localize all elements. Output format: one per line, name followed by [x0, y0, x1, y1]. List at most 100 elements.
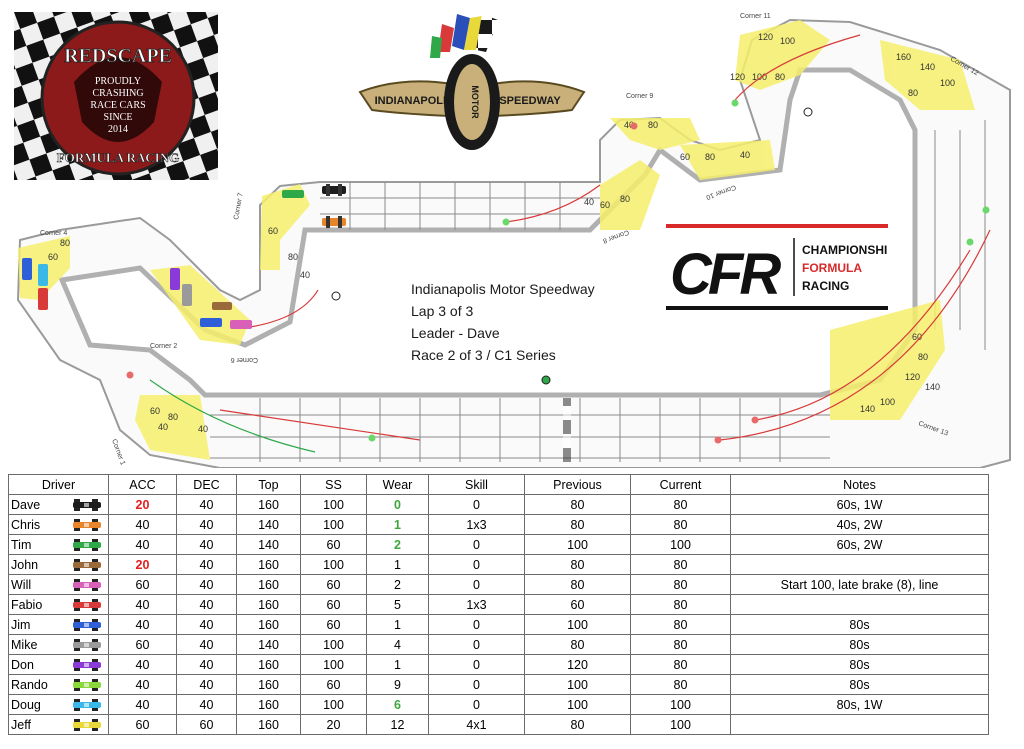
cell-dec: 40: [176, 634, 237, 655]
cell-ss: 60: [300, 674, 367, 695]
redscape-line: PROUDLY: [95, 76, 141, 87]
race-car-icon: [73, 558, 101, 571]
svg-text:120: 120: [730, 72, 745, 82]
svg-text:60: 60: [600, 200, 610, 210]
cell-notes: 60s, 1W: [730, 494, 989, 515]
cell-notes: 80s: [730, 634, 989, 655]
svg-text:100: 100: [880, 397, 895, 407]
column-header: SS: [300, 474, 367, 495]
redscape-bottom-text: FORMULA RACING: [57, 150, 179, 165]
cell-current: 100: [630, 534, 731, 555]
cell-notes: 80s: [730, 654, 989, 675]
driver-name: Jim: [11, 617, 31, 632]
svg-text:40: 40: [740, 150, 750, 160]
cell-acc: 40: [108, 594, 177, 615]
driver-name: Doug: [11, 697, 41, 712]
cell-wear: 1: [366, 554, 429, 575]
lap-counter: Lap 3 of 3: [411, 303, 474, 319]
cell-top: 160: [236, 594, 301, 615]
race-car-icon: [73, 678, 101, 691]
svg-text:160: 160: [896, 52, 911, 62]
ims-left-text: INDIANAPOLIS: [375, 95, 454, 107]
cell-skill: 0: [428, 534, 525, 555]
cell-top: 140: [236, 534, 301, 555]
cell-current: 80: [630, 654, 731, 675]
driver-cell: Will: [8, 574, 109, 595]
cell-notes: 40s, 2W: [730, 514, 989, 535]
svg-text:40: 40: [158, 422, 168, 432]
cell-ss: 60: [300, 574, 367, 595]
cell-acc: 40: [108, 674, 177, 695]
cell-ss: 60: [300, 614, 367, 635]
race-car-icon: [73, 638, 101, 651]
cell-acc: 60: [108, 714, 177, 735]
cell-notes: [730, 714, 989, 735]
driver-cell: Rando: [8, 674, 109, 695]
lane-lines: [210, 120, 986, 459]
cell-ss: 100: [300, 494, 367, 515]
driver-cell: Dave: [8, 494, 109, 515]
cell-skill: 0: [428, 674, 525, 695]
race-series: Race 2 of 3 / C1 Series: [411, 347, 556, 363]
race-car-icon: [73, 538, 101, 551]
cell-previous: 80: [524, 714, 631, 735]
cell-acc: 40: [108, 654, 177, 675]
svg-text:140: 140: [860, 404, 875, 414]
cell-wear: 1: [366, 614, 429, 635]
driver-cell: Jeff: [8, 714, 109, 735]
svg-text:60: 60: [150, 406, 160, 416]
cell-notes: 80s: [730, 674, 989, 695]
cell-acc: 40: [108, 534, 177, 555]
redscape-top-text: REDSCAPE: [64, 45, 172, 67]
cell-previous: 100: [524, 534, 631, 555]
cell-skill: 0: [428, 554, 525, 575]
flag-icon: [430, 14, 498, 58]
svg-text:40: 40: [198, 424, 208, 434]
cfr-line2: FORMULA: [802, 261, 862, 275]
column-header: Driver: [8, 474, 109, 495]
cell-current: 80: [630, 594, 731, 615]
svg-text:120: 120: [758, 32, 773, 42]
cell-wear: 9: [366, 674, 429, 695]
leader-text: Leader - Dave: [411, 325, 500, 341]
grid-squares: [259, 182, 781, 462]
cell-wear: 2: [366, 574, 429, 595]
race-car-icon: [73, 498, 101, 511]
track-name: Indianapolis Motor Speedway: [411, 281, 595, 297]
cell-top: 160: [236, 674, 301, 695]
cell-acc: 20: [108, 554, 177, 575]
cell-current: 80: [630, 514, 731, 535]
svg-text:80: 80: [918, 352, 928, 362]
svg-text:100: 100: [752, 72, 767, 82]
cfr-line1: CHAMPIONSHIP: [802, 243, 888, 257]
cell-dec: 40: [176, 574, 237, 595]
cell-notes: 80s, 1W: [730, 694, 989, 715]
cell-dec: 60: [176, 714, 237, 735]
svg-text:40: 40: [624, 120, 634, 130]
svg-text:40: 40: [584, 197, 594, 207]
svg-text:80: 80: [60, 238, 70, 248]
cell-current: 100: [630, 714, 731, 735]
cell-dec: 40: [176, 694, 237, 715]
cfr-line3: RACING: [802, 279, 849, 293]
ims-center-text: MOTOR: [470, 85, 480, 119]
cell-acc: 40: [108, 514, 177, 535]
column-header: Top: [236, 474, 301, 495]
cell-skill: 1x3: [428, 594, 525, 615]
cell-top: 160: [236, 614, 301, 635]
cell-notes: [730, 594, 989, 615]
svg-text:Corner 7: Corner 7: [233, 192, 245, 220]
cell-dec: 40: [176, 614, 237, 635]
svg-text:80: 80: [168, 412, 178, 422]
cell-acc: 60: [108, 574, 177, 595]
svg-text:80: 80: [908, 88, 918, 98]
driver-name: Mike: [11, 637, 38, 652]
cfr-mark: CFR: [670, 242, 781, 307]
svg-text:Corner 1: Corner 1: [110, 438, 126, 466]
driver-name: Don: [11, 657, 34, 672]
